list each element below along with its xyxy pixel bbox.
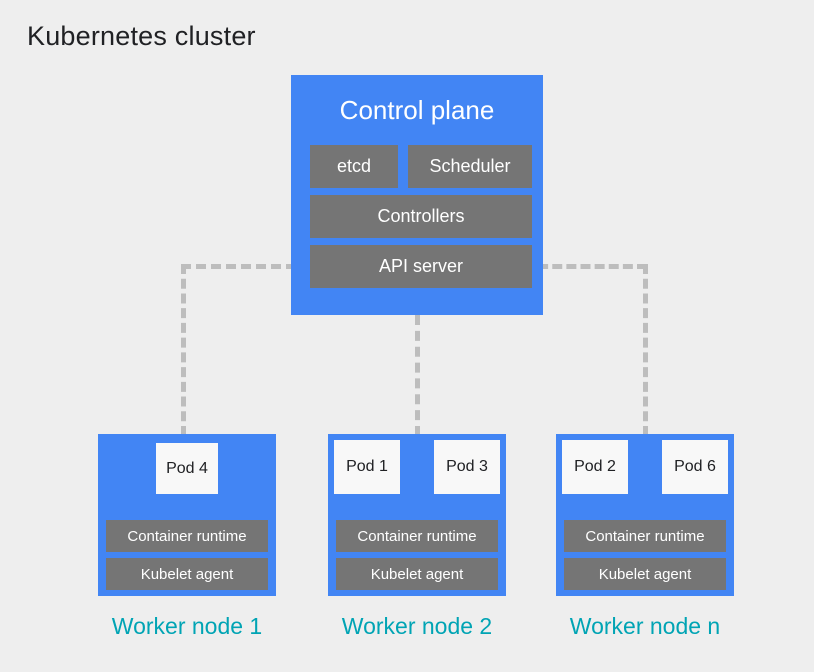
worker-node-1-pod-4: Pod 4	[156, 443, 218, 494]
worker-node-2-pod-1: Pod 1	[334, 440, 400, 494]
worker-node-n-pod-row: Pod 2 Pod 6	[556, 434, 734, 504]
worker-node-1-pod-row: Pod 4	[98, 434, 276, 504]
control-plane-component-controllers: Controllers	[310, 195, 532, 238]
page-title: Kubernetes cluster	[27, 21, 256, 51]
worker-node-n-container-runtime: Container runtime	[564, 520, 726, 552]
worker-node-2-pod-row: Pod 1 Pod 3	[328, 434, 506, 504]
control-plane-component-etcd: etcd	[310, 145, 398, 188]
control-plane-title: Control plane	[339, 95, 495, 125]
worker-node-n-box: Pod 2 Pod 6 Container runtime Kubelet ag…	[556, 434, 734, 596]
worker-node-1-container-runtime: Container runtime	[106, 520, 268, 552]
worker-node-1-label: Worker node 1	[111, 613, 263, 639]
worker-node-2-kubelet-agent: Kubelet agent	[336, 558, 498, 590]
worker-node-2-pod-3: Pod 3	[434, 440, 500, 494]
worker-node-2-label: Worker node 2	[341, 613, 493, 639]
control-plane-box: Control plane etcd Scheduler Controllers…	[291, 75, 543, 315]
worker-node-1-box: Pod 4 Container runtime Kubelet agent	[98, 434, 276, 596]
connector-api-server-to-worker-node-1-horizontal	[181, 264, 311, 269]
worker-node-n-pod-2: Pod 2	[562, 440, 628, 494]
worker-node-n-label: Worker node n	[569, 613, 721, 639]
connector-control-plane-to-worker-node-2-vertical	[415, 315, 420, 436]
control-plane-component-scheduler: Scheduler	[408, 145, 532, 188]
worker-node-n-pod-6: Pod 6	[662, 440, 728, 494]
connector-api-server-to-worker-node-n-horizontal	[524, 264, 647, 269]
connector-api-server-to-worker-node-n-vertical	[643, 264, 648, 436]
connector-api-server-to-worker-node-1-vertical	[181, 264, 186, 436]
worker-node-n-kubelet-agent: Kubelet agent	[564, 558, 726, 590]
worker-node-2-box: Pod 1 Pod 3 Container runtime Kubelet ag…	[328, 434, 506, 596]
worker-node-1-kubelet-agent: Kubelet agent	[106, 558, 268, 590]
worker-node-2-container-runtime: Container runtime	[336, 520, 498, 552]
control-plane-component-api-server: API server	[310, 245, 532, 288]
